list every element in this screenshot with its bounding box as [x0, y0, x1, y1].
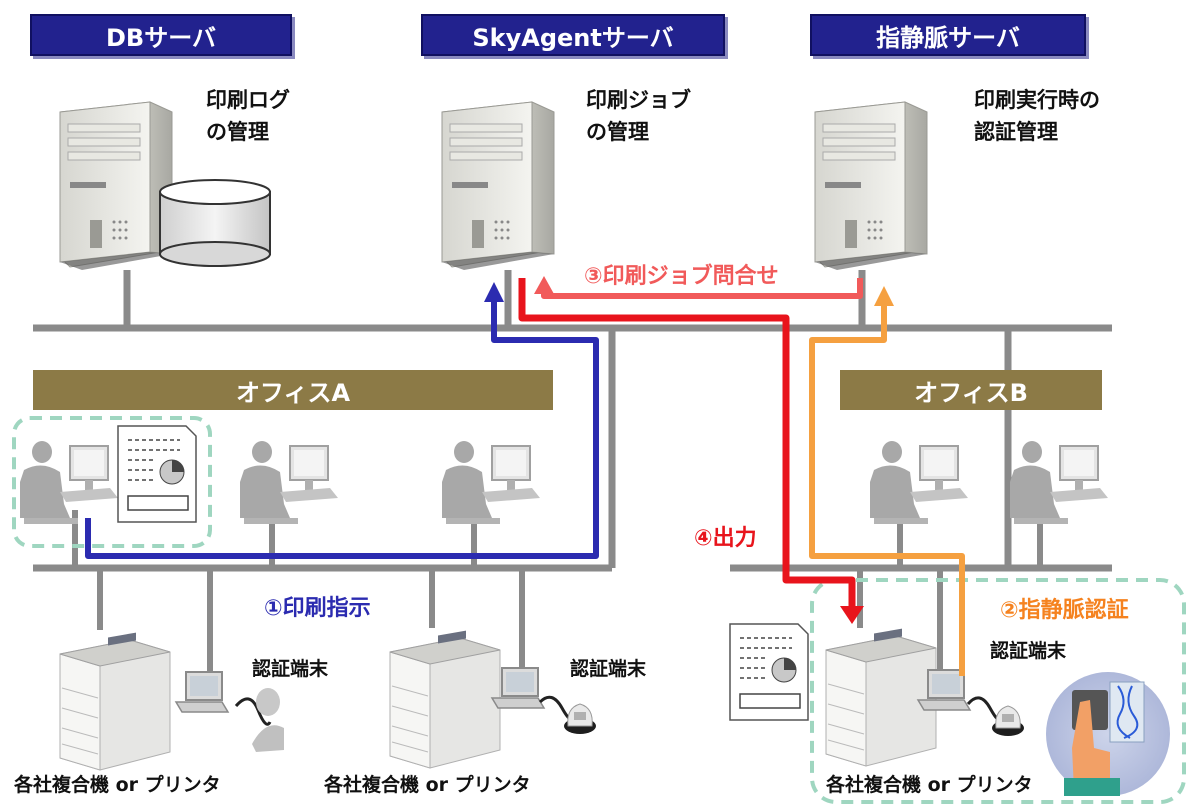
office-a-dashed-group: [12, 416, 212, 548]
vein-server-description: 印刷実行時の 認証管理: [974, 84, 1100, 148]
step-4-label: ④出力: [694, 526, 757, 551]
db-server-description: 印刷ログ の管理: [206, 84, 290, 148]
vein-server-icon: [814, 101, 928, 271]
skyagent-desc-line2: の管理: [586, 120, 649, 144]
pc-user-icon: [869, 440, 969, 525]
office-b-label-text: オフィスB: [914, 378, 1028, 407]
printer-icon: [389, 630, 501, 769]
auth-terminal-label: 認証端末: [990, 640, 1067, 662]
printer-icon: [59, 632, 171, 771]
auth-terminal-label: 認証端末: [570, 658, 647, 680]
auth-terminal-label: 認証端末: [252, 658, 329, 680]
database-cylinder-icon: [159, 179, 271, 267]
step-2-label: ②指静脈認証: [1000, 598, 1129, 623]
laptop-icon: [175, 671, 229, 713]
skyagent-desc-line1: 印刷ジョブ: [586, 88, 691, 112]
pc-user-icon: [19, 440, 119, 525]
vein-server-title: 指静脈サーバ: [810, 14, 1086, 56]
db-server-icon: [59, 101, 173, 271]
flow-3-job-query: [534, 276, 863, 299]
db-server-title: DBサーバ: [30, 14, 292, 56]
db-desc-line1: 印刷ログ: [206, 88, 290, 112]
finger-vein-scan-icon: [1046, 672, 1170, 796]
step-3-label: ③印刷ジョブ問合せ: [584, 264, 779, 289]
printer-label: 各社複合機 or プリンタ: [324, 774, 531, 796]
skyagent-server-description: 印刷ジョブ の管理: [586, 84, 691, 148]
flow-4-output: [518, 278, 864, 624]
skyagent-server-title: SkyAgentサーバ: [421, 14, 725, 56]
backbone-network: [33, 270, 1112, 672]
office-a-label-text: オフィスA: [235, 378, 351, 407]
office-a-label: オフィスA: [33, 370, 553, 410]
vein-reader-icon: [991, 705, 1025, 737]
pc-user-icon: [441, 440, 541, 525]
skyagent-server-title-text: SkyAgentサーバ: [472, 23, 674, 52]
vein-server-title-text: 指静脈サーバ: [876, 23, 1020, 52]
print-document-icon: [117, 425, 197, 523]
vein-desc-line1: 印刷実行時の: [974, 88, 1100, 112]
flow-1-print-instruction: [85, 282, 599, 559]
flow-2-vein-auth: [809, 286, 965, 676]
auth-device-icon: [234, 688, 284, 752]
pc-user-icon: [1009, 440, 1109, 525]
skyagent-server-icon: [441, 101, 555, 271]
printer-label: 各社複合機 or プリンタ: [826, 774, 1033, 796]
step-1-label: ①印刷指示: [264, 596, 371, 621]
vein-reader-icon: [563, 703, 597, 735]
db-desc-line2: の管理: [206, 120, 269, 144]
db-server-title-text: DBサーバ: [106, 23, 216, 52]
printer-label: 各社複合機 or プリンタ: [14, 774, 221, 796]
print-document-icon: [729, 623, 809, 721]
office-b-label: オフィスB: [840, 370, 1102, 410]
office-b-dashed-group: [810, 578, 1186, 804]
pc-user-icon: [239, 440, 339, 525]
printer-icon: [825, 628, 937, 767]
vein-desc-line2: 認証管理: [974, 120, 1058, 144]
